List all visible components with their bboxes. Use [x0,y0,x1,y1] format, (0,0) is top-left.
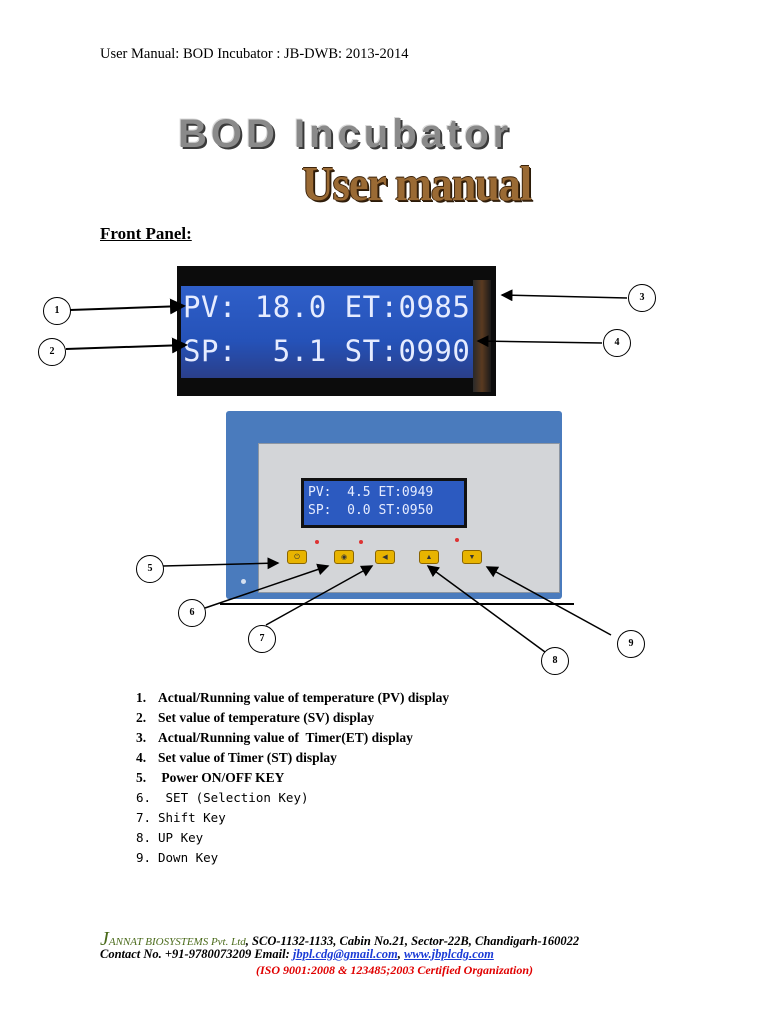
section-title: Front Panel: [100,224,192,243]
shift-key[interactable]: ◀ [375,550,395,564]
logo-title: BOD Incubator [178,112,513,156]
callout-9: 9 [617,630,645,658]
page-header: User Manual: BOD Incubator : JB-DWB: 201… [100,46,409,62]
status-led-2 [359,540,363,544]
list-item: 7.Shift Key [136,810,226,825]
email-link[interactable]: jbpl.cdg@gmail.com [292,947,398,961]
callout-1: 1 [43,297,71,325]
arrow-4 [476,335,603,348]
up-key[interactable]: ▲ [419,550,439,564]
callout-6: 6 [178,599,206,627]
footer-certification: (ISO 9001:2008 & 123485;2003 Certified O… [256,963,534,977]
arrow-1 [69,298,186,315]
list-item: 2.Set value of temperature (SV) display [136,710,375,725]
website-link[interactable]: www.jbplcdg.com [404,947,494,961]
set-key[interactable]: ◉ [334,550,354,564]
divider-line [220,603,574,605]
callout-8: 8 [541,647,569,675]
list-item: 4.Set value of Timer (ST) display [136,750,337,765]
lcd-closeup-edge [473,280,491,392]
device-front-panel-image: PV: 4.5 ET:0949 SP: 0.0 ST:0950 ⏻ ◉ ◀ ▲ … [226,411,562,599]
list-item: 6. SET (Selection Key) [136,790,309,805]
list-item: 5. Power ON/OFF KEY [136,770,285,785]
status-led-3 [455,538,459,542]
status-led-1 [315,540,319,544]
footer-address: JANNAT BIOSYSTEMS Pvt. Ltd, SCO-1132-113… [100,928,580,950]
device-lcd: PV: 4.5 ET:0949 SP: 0.0 ST:0950 [301,478,467,528]
panel-screw [241,579,246,584]
callout-7: 7 [248,625,276,653]
down-key[interactable]: ▼ [462,550,482,564]
logo-subtitle: User manual [302,157,532,211]
footer-contact: Contact No. +91-9780073209 Email: jbpl.c… [100,947,494,961]
arrow-3 [500,289,628,302]
callout-2: 2 [38,338,66,366]
arrow-2 [65,337,188,354]
callout-3: 3 [628,284,656,312]
callout-5: 5 [136,555,164,583]
list-item: 9.Down Key [136,850,219,865]
device-inner-panel: PV: 4.5 ET:0949 SP: 0.0 ST:0950 ⏻ ◉ ◀ ▲ … [258,443,560,593]
lcd-closeup-line2: SP: 5.1 ST:0990 [183,334,471,368]
list-item: 3.Actual/Running value of Timer(ET) disp… [136,730,413,745]
lcd-closeup-image: PV: 18.0 ET:0985 SP: 5.1 ST:0990 [177,266,496,396]
list-item: 8.UP Key [136,830,204,845]
power-key[interactable]: ⏻ [287,550,307,564]
callout-4: 4 [603,329,631,357]
lcd-closeup-screen: PV: 18.0 ET:0985 SP: 5.1 ST:0990 [181,286,473,378]
lcd-closeup-line1: PV: 18.0 ET:0985 [183,290,471,324]
list-item: 1.Actual/Running value of temperature (P… [136,690,450,705]
key-legend-list: 1.Actual/Running value of temperature (P… [136,688,449,868]
company-logo: JANNAT BIOSYSTEMS Pvt. Ltd [100,928,246,950]
device-lcd-line2: SP: 0.0 ST:0950 [308,503,434,518]
device-lcd-line1: PV: 4.5 ET:0949 [308,485,434,500]
